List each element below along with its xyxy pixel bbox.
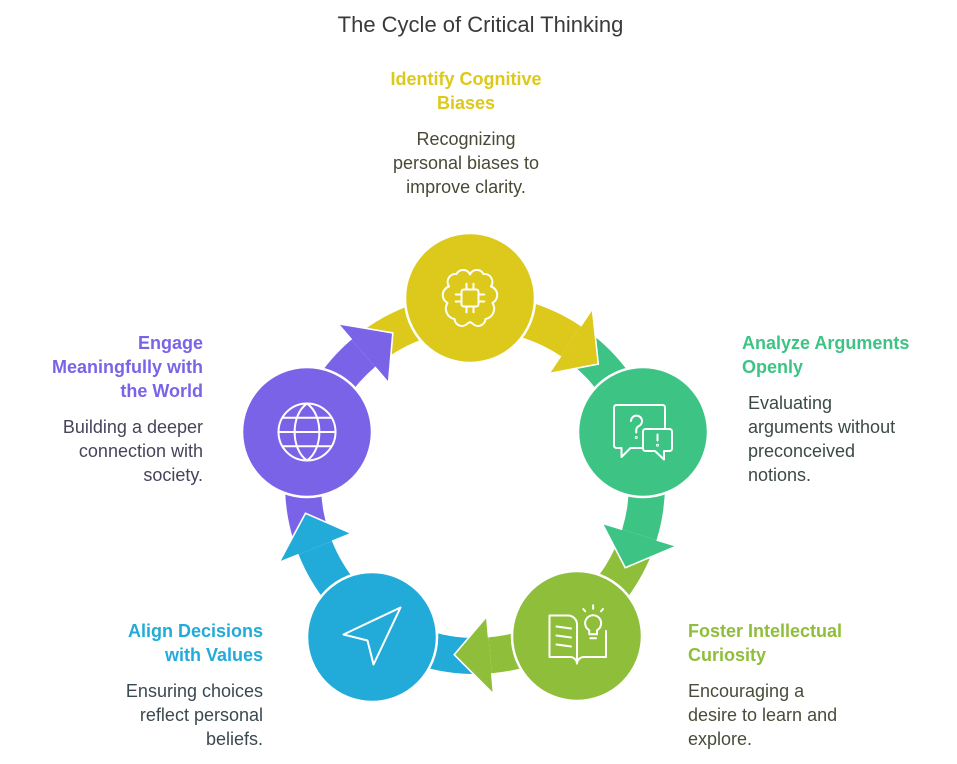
step-title-align-decisions: Align Decisions with Values	[127, 621, 263, 665]
arrow-head-align-to-engage	[277, 512, 354, 564]
globe-icon	[277, 402, 337, 462]
arrow-head-foster-to-align	[453, 614, 495, 697]
step-description-identify-biases: Recognizing personal biases to improve c…	[392, 129, 540, 197]
arrow-heads	[277, 306, 679, 697]
arrow-head-engage-to-identify	[335, 322, 394, 385]
brain-circuit-icon	[441, 269, 499, 327]
arrow-head-identify-to-analyze	[547, 306, 600, 375]
diagram-title: The Cycle of Critical Thinking	[337, 12, 624, 37]
step-title-identify-biases: Identify Cognitive Biases	[390, 69, 542, 113]
step-description-foster-curiosity: Encouraging a desire to learn and explor…	[688, 681, 838, 749]
step-title-engage-world: Engage Meaningfully with the World	[52, 333, 203, 401]
arrow-head-analyze-to-foster	[600, 521, 679, 569]
step-description-align-decisions: Ensuring choices reflect personal belief…	[125, 681, 263, 749]
step-description-analyze-arguments: Evaluating arguments without preconceive…	[748, 393, 896, 485]
step-circle-align-decisions	[305, 570, 439, 704]
book-lightbulb-icon	[548, 604, 607, 665]
navigation-arrow-icon	[342, 606, 402, 666]
step-title-analyze-arguments: Analyze Arguments Openly	[742, 333, 910, 377]
messages-question-icon	[613, 404, 673, 461]
step-circle-identify-biases	[403, 231, 537, 365]
step-title-foster-curiosity: Foster Intellectual Curiosity	[688, 621, 843, 665]
step-description-engage-world: Building a deeper connection with societ…	[62, 417, 203, 485]
